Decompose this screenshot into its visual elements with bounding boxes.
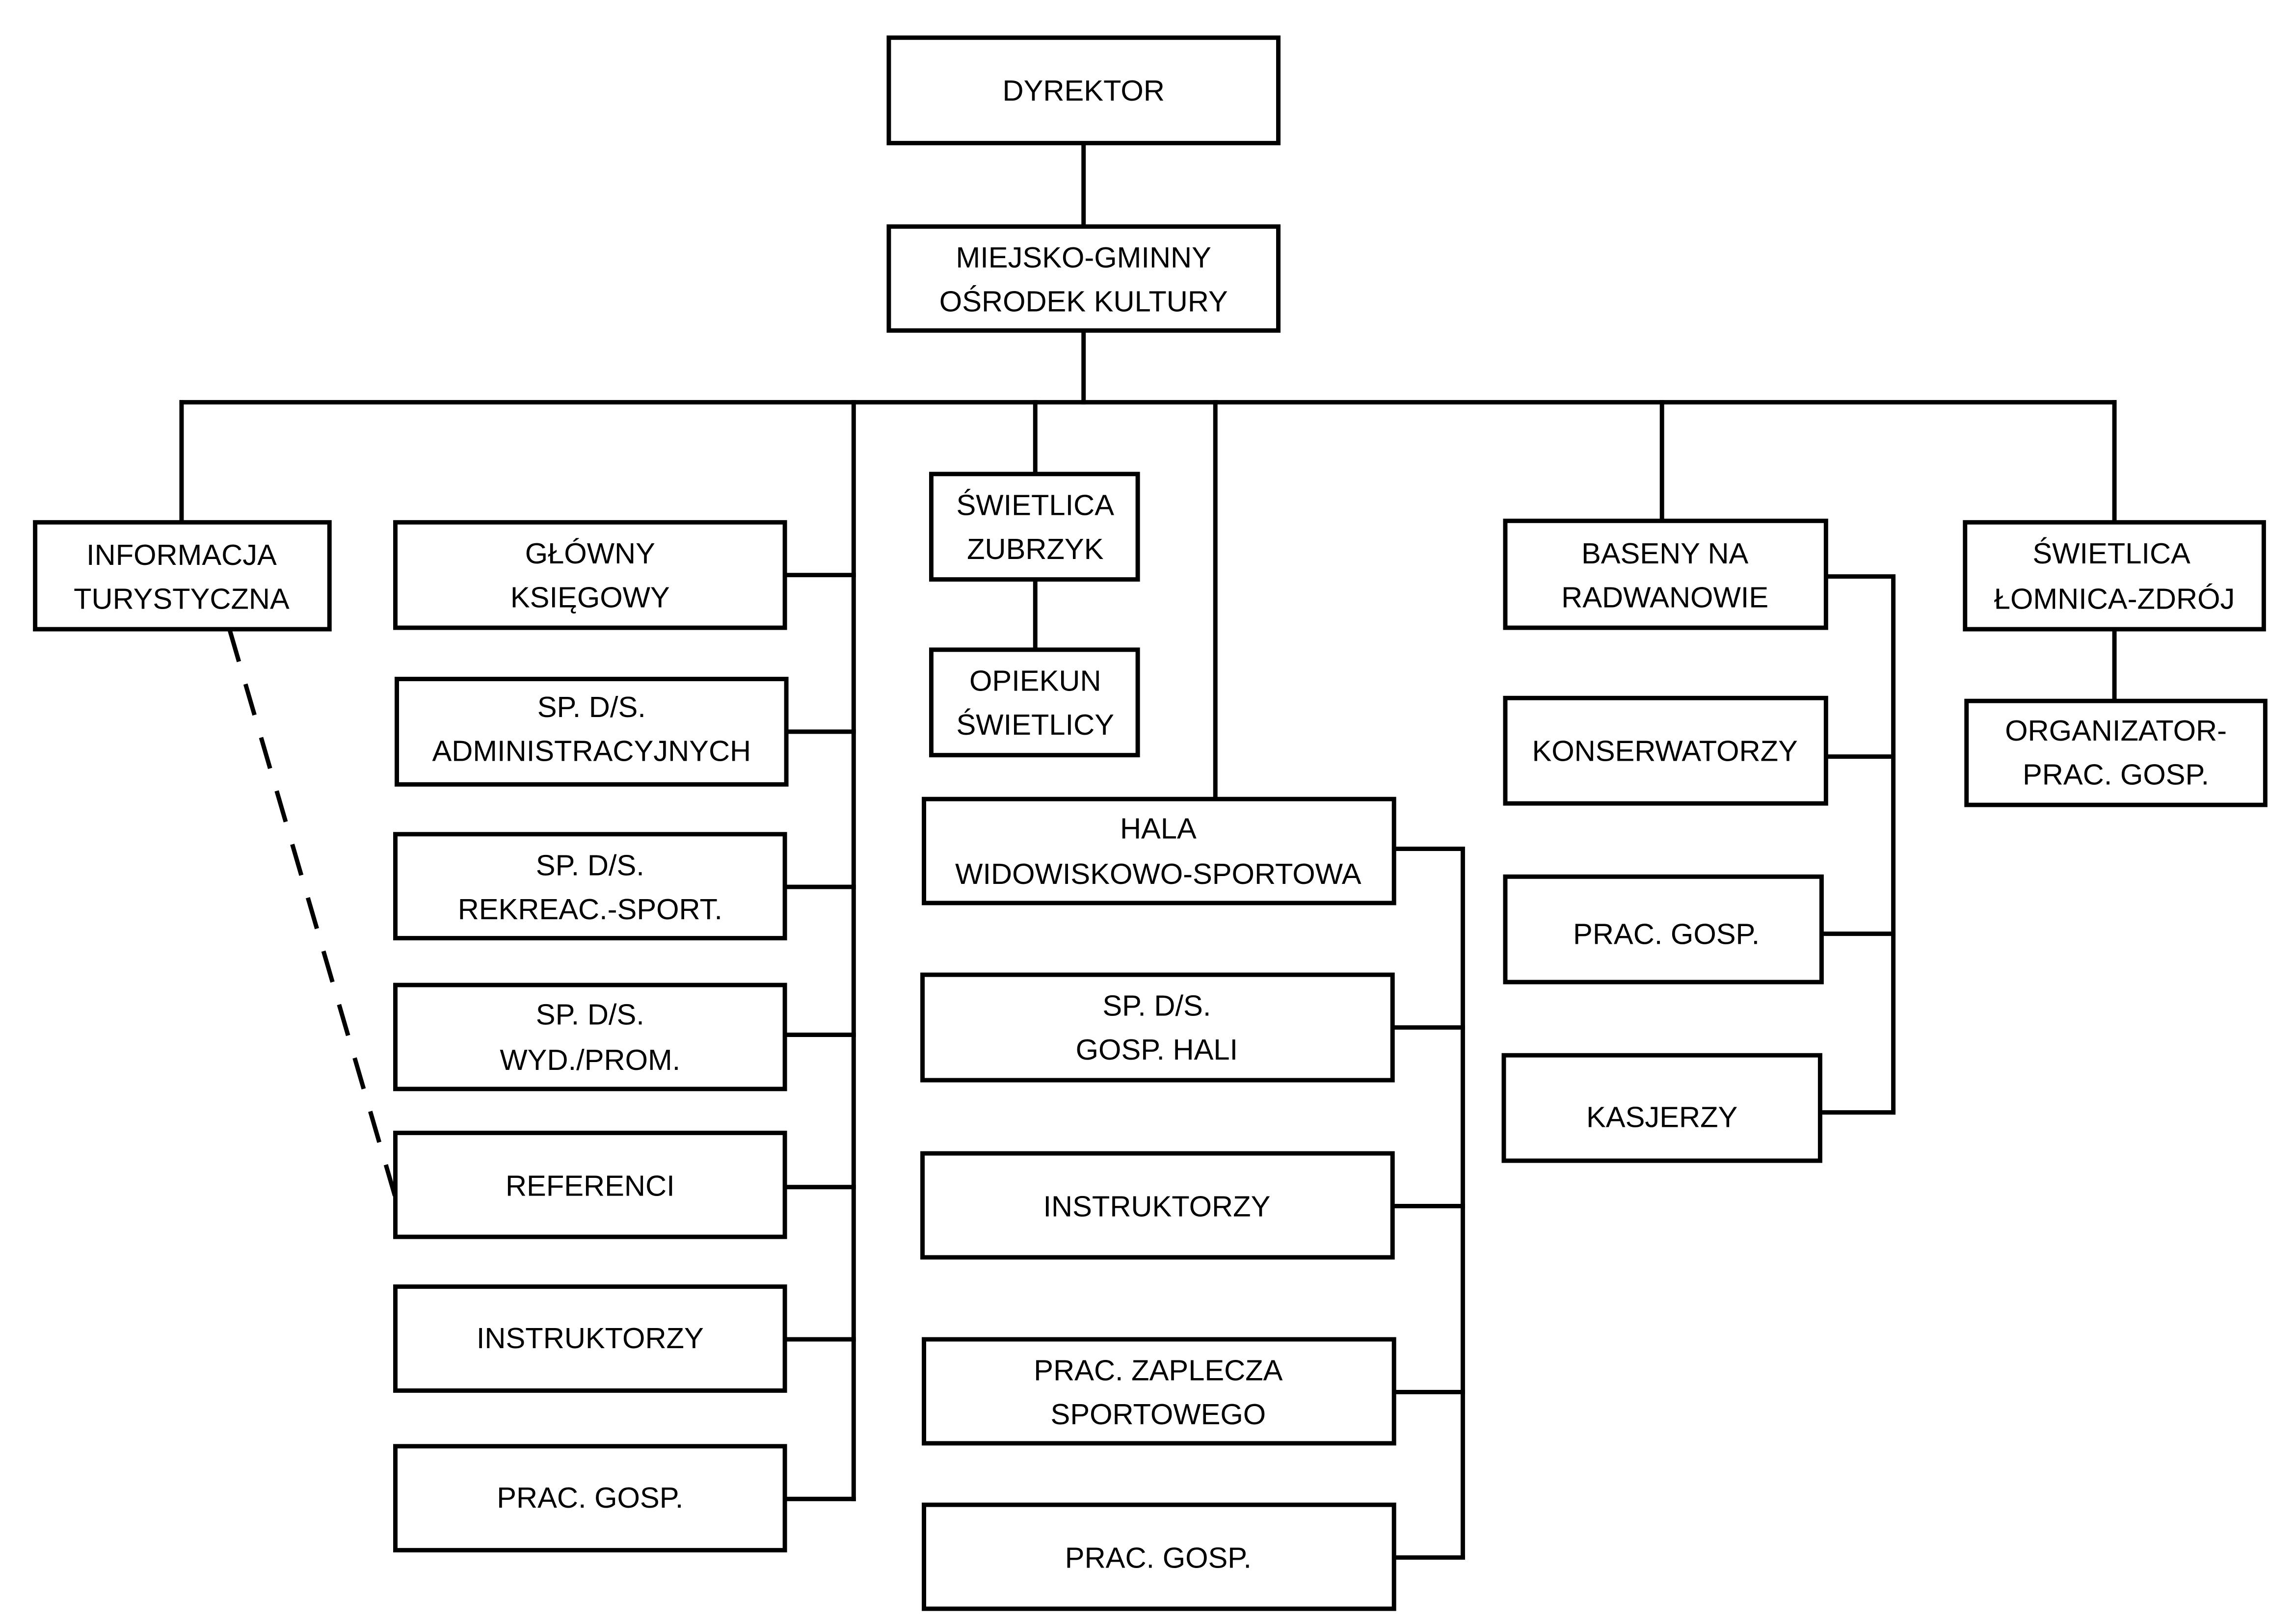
hala-bracket	[1391, 847, 1465, 1560]
node-label-line2: GOSP. HALI	[1076, 1033, 1238, 1066]
node-label: REFERENCI	[506, 1170, 675, 1202]
node-label: INSTRUKTORZY	[1043, 1190, 1270, 1223]
node-label-line2: WYD./PROM.	[500, 1043, 680, 1076]
node-label: DYREKTOR	[1003, 74, 1165, 107]
node-prac-gosp-mid[interactable]: PRAC. GOSP.	[922, 1502, 1396, 1611]
node-dyrektor[interactable]: DYREKTOR	[886, 35, 1281, 146]
node-label-line2: PRAC. GOSP.	[2023, 758, 2209, 791]
node-label-line2: OŚRODEK KULTURY	[939, 285, 1228, 318]
node-sp-ds-gosp-hali[interactable]: SP. D/S. GOSP. HALI	[920, 972, 1395, 1083]
node-label-line1: MIEJSKO-GMINNY	[956, 241, 1211, 274]
node-label-line2: ZUBRZYK	[967, 532, 1104, 565]
node-sp-ds-administracyjnych[interactable]: SP. D/S. ADMINISTRACYJNYCH	[395, 677, 789, 787]
node-label-line2: ADMINISTRACYJNYCH	[432, 735, 751, 768]
node-referenci[interactable]: REFERENCI	[393, 1130, 787, 1239]
node-label-line2: SPORTOWEGO	[1051, 1398, 1266, 1431]
node-label-line1: ŚWIETLICA	[2032, 537, 2190, 570]
node-label-line1: OPIEKUN	[969, 664, 1101, 697]
node-opiekun-swietlicy[interactable]: OPIEKUN ŚWIETLICY	[929, 647, 1140, 758]
node-label: INSTRUKTORZY	[477, 1322, 704, 1355]
node-label-line1: SP. D/S.	[536, 849, 644, 881]
node-label: KONSERWATORZY	[1532, 735, 1797, 768]
node-swietlica-lomnica-zdroj[interactable]: ŚWIETLICA ŁOMNICA-ZDRÓJ	[1963, 520, 2266, 632]
node-label-line1: SP. D/S.	[1102, 989, 1211, 1022]
node-informacja-turystyczna[interactable]: INFORMACJA TURYSTYCZNA	[33, 520, 332, 632]
node-hala-widowiskowo-sportowa[interactable]: HALA WIDOWISKOWO-SPORTOWA	[922, 797, 1396, 905]
node-sp-ds-wyd-prom[interactable]: SP. D/S. WYD./PROM.	[393, 983, 787, 1091]
node-label-line2: ŁOMNICA-ZDRÓJ	[1994, 582, 2235, 615]
node-organizator-prac-gosp[interactable]: ORGANIZATOR- PRAC. GOSP.	[1964, 698, 2268, 807]
node-label: KASJERZY	[1586, 1100, 1737, 1133]
node-label-line1: INFORMACJA	[86, 538, 277, 571]
node-label-line2: REKREAC.-SPORT.	[458, 893, 722, 926]
node-label-line2: WIDOWISKOWO-SPORTOWA	[955, 857, 1362, 890]
node-sp-ds-rekreac-sport[interactable]: SP. D/S. REKREAC.-SPORT.	[393, 832, 787, 941]
node-swietlica-zubrzyk[interactable]: ŚWIETLICA ZUBRZYK	[929, 472, 1140, 582]
node-label-line2: TURYSTYCZNA	[74, 582, 290, 615]
node-baseny-na-radwanowie[interactable]: BASENY NA RADWANOWIE	[1503, 518, 1828, 630]
node-label-line1: SP. D/S.	[537, 691, 646, 723]
node-prac-gosp-right[interactable]: PRAC. GOSP.	[1503, 874, 1824, 984]
node-kasjerzy[interactable]: KASJERZY	[1501, 1053, 1822, 1163]
node-label-line1: SP. D/S.	[536, 998, 644, 1031]
nodes: DYREKTOR MIEJSKO-GMINNY OŚRODEK KULTURY …	[33, 35, 2268, 1611]
node-label-line1: ŚWIETLICA	[957, 488, 1115, 521]
node-prac-zaplecza-sportowego[interactable]: PRAC. ZAPLECZA SPORTOWEGO	[922, 1337, 1396, 1446]
node-label-line1: PRAC. ZAPLECZA	[1034, 1354, 1282, 1387]
node-instruktorzy-mid[interactable]: INSTRUKTORZY	[920, 1151, 1395, 1260]
node-label-line2: KSIĘGOWY	[510, 581, 670, 613]
node-miejsko-gminny-osrodek-kultury[interactable]: MIEJSKO-GMINNY OŚRODEK KULTURY	[886, 224, 1281, 333]
connectors	[179, 141, 2117, 1560]
node-label-line2: RADWANOWIE	[1561, 581, 1768, 613]
node-prac-gosp-left[interactable]: PRAC. GOSP.	[393, 1444, 787, 1553]
node-label-line1: HALA	[1120, 812, 1197, 845]
node-label-line2: ŚWIETLICY	[957, 708, 1115, 741]
node-instruktorzy-left[interactable]: INSTRUKTORZY	[393, 1284, 787, 1393]
node-label-line1: GŁÓWNY	[525, 537, 655, 570]
baseny-bracket	[1823, 574, 1896, 1115]
node-konserwatorzy[interactable]: KONSERWATORZY	[1503, 695, 1828, 806]
node-label-line1: ORGANIZATOR-	[2005, 714, 2227, 747]
node-label: PRAC. GOSP.	[1573, 917, 1760, 950]
node-glowny-ksiegowy[interactable]: GŁÓWNY KSIĘGOWY	[393, 520, 787, 630]
node-label: PRAC. GOSP.	[497, 1481, 683, 1514]
node-label: PRAC. GOSP.	[1065, 1541, 1252, 1574]
node-label-line1: BASENY NA	[1581, 537, 1749, 570]
dashed-link-informacja-referenci	[228, 630, 398, 1198]
